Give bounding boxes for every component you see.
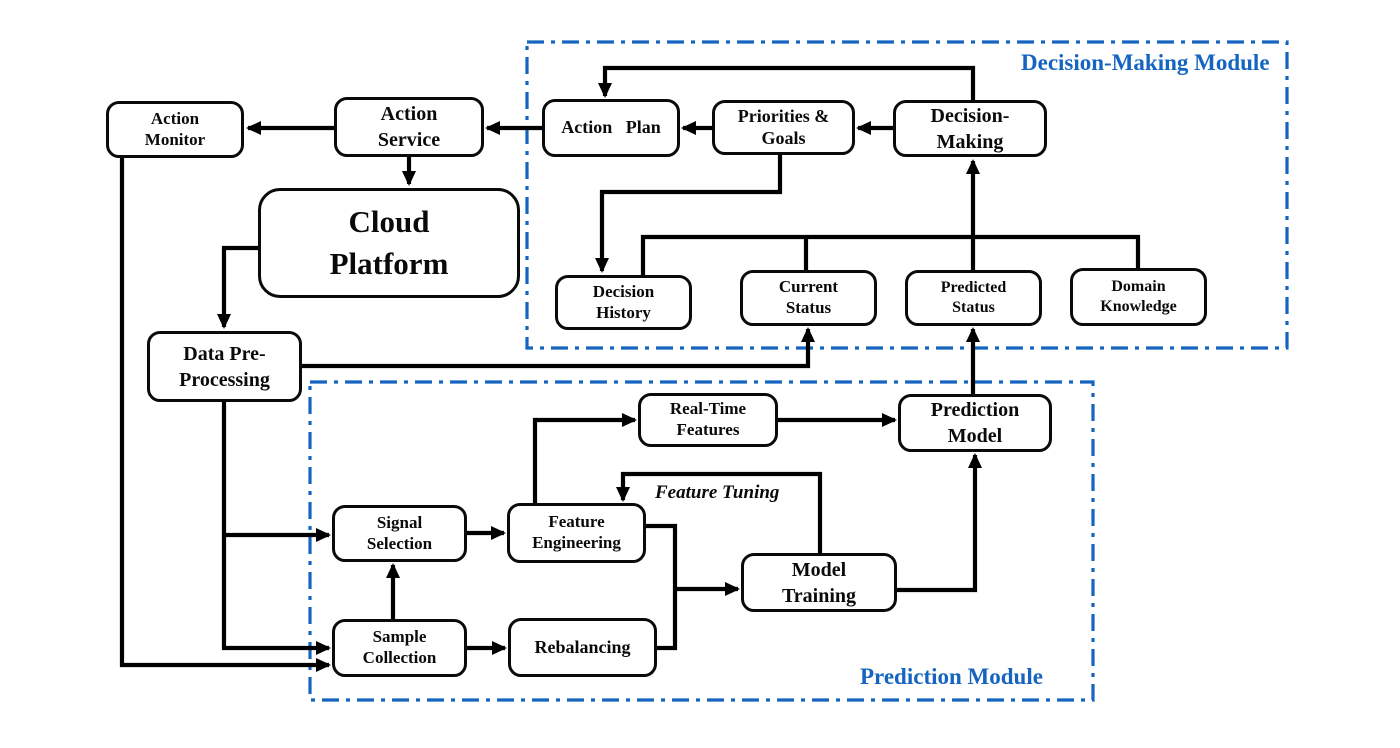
node-decision-making: Decision- Making: [893, 100, 1047, 157]
node-action-monitor: Action Monitor: [106, 101, 244, 158]
node-cloud-platform: Cloud Platform: [258, 188, 520, 298]
node-current-status: Current Status: [740, 270, 877, 326]
node-action-service: Action Service: [334, 97, 484, 157]
bus-line: [640, 234, 1141, 275]
edge-decision-making-to-action-plan: [598, 65, 976, 100]
edge-model-training-to-prediction-model: [897, 453, 982, 593]
edge-model-training-to-feature-engineering-tuning: [616, 471, 823, 553]
edge-priorities-to-decision-history: [595, 155, 783, 273]
prediction-module-frame: [308, 380, 1095, 702]
node-model-training: Model Training: [741, 553, 897, 612]
node-prediction-model: Prediction Model: [898, 394, 1052, 452]
prediction-module-title: Prediction Module: [860, 664, 1043, 689]
node-priorities-goals: Priorities & Goals: [712, 100, 855, 155]
edge-action-monitor-to-sample-collection: [119, 158, 331, 672]
node-signal-selection: Signal Selection: [332, 505, 467, 562]
node-data-preprocessing: Data Pre- Processing: [147, 331, 302, 402]
node-decision-history: Decision History: [555, 275, 692, 330]
node-sample-collection: Sample Collection: [332, 619, 467, 677]
edge-feature-engineering-to-real-time-features: [532, 413, 637, 503]
edge-cloud-to-data-preprocessing: [217, 245, 258, 329]
edge-data-preprocessing-to-current-status: [302, 327, 815, 369]
node-action-plan: Action Plan: [542, 99, 680, 157]
feature-tuning-label: Feature Tuning: [655, 482, 780, 503]
node-domain-knowledge: Domain Knowledge: [1070, 268, 1207, 326]
node-real-time-features: Real-Time Features: [638, 393, 778, 447]
node-rebalancing: Rebalancing: [508, 618, 657, 677]
node-feature-engineering: Feature Engineering: [507, 503, 646, 563]
edge-data-preprocessing-to-sample-collection: [221, 402, 331, 655]
decision-module-frame: [525, 40, 1289, 350]
decision-module-title: Decision-Making Module: [1021, 50, 1270, 75]
node-predicted-status: Predicted Status: [905, 270, 1042, 326]
